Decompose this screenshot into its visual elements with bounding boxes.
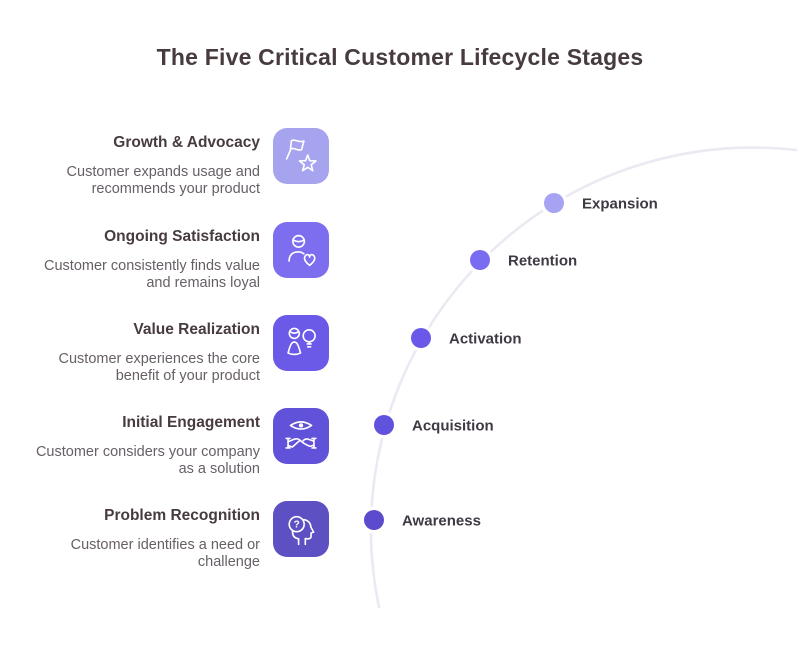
stage-description: Customer expands usage and recommends yo… <box>66 164 260 197</box>
stage-heading: Growth & Advocacy <box>113 134 260 151</box>
stage-item-value-realization: Value Realization Customer experiences t… <box>33 315 329 385</box>
stage-item-ongoing-satisfaction: Ongoing Satisfaction Customer consistent… <box>33 222 329 292</box>
journey-label-acquisition: Acquisition <box>412 417 494 435</box>
stage-heading: Problem Recognition <box>104 507 260 524</box>
journey-dot-retention <box>470 250 490 270</box>
stage-description: Customer experiences the core benefit of… <box>58 351 261 384</box>
stage-text: Value Realization Customer experiences t… <box>33 315 261 385</box>
journey-dot-activation <box>411 328 431 348</box>
journey-dot-acquisition <box>374 415 394 435</box>
stage-heading: Ongoing Satisfaction <box>104 228 260 245</box>
person-bulb-icon <box>273 315 329 371</box>
journey-label-awareness: Awareness <box>402 512 481 530</box>
stage-text: Growth & Advocacy Customer expands usage… <box>33 128 260 198</box>
stage-text: Initial Engagement Customer considers yo… <box>33 408 260 478</box>
stage-description: Customer identifies a need or challenge <box>70 537 260 570</box>
page-title: The Five Critical Customer Lifecycle Sta… <box>156 44 644 70</box>
journey-dot-expansion <box>544 193 564 213</box>
flag-star-icon <box>273 128 329 184</box>
journey-label-expansion: Expansion <box>582 195 658 213</box>
stage-item-problem-recognition: Problem Recognition Customer identifies … <box>33 501 329 571</box>
stage-text: Problem Recognition Customer identifies … <box>33 501 260 571</box>
stage-item-growth-advocacy: Growth & Advocacy Customer expands usage… <box>33 128 329 198</box>
person-heart-icon <box>273 222 329 278</box>
stage-heading: Initial Engagement <box>122 414 260 431</box>
svg-text:?: ? <box>294 520 300 531</box>
eye-handshake-icon <box>273 408 329 464</box>
journey-label-retention: Retention <box>508 252 578 270</box>
stage-description: Customer considers your company as a sol… <box>35 444 260 477</box>
stage-item-initial-engagement: Initial Engagement Customer considers yo… <box>33 408 329 478</box>
journey-label-activation: Activation <box>449 330 522 348</box>
journey-dot-awareness <box>364 510 384 530</box>
stage-description: Customer consistently finds value and re… <box>44 258 260 291</box>
stage-text: Ongoing Satisfaction Customer consistent… <box>33 222 260 292</box>
head-question-icon: ? <box>273 501 329 557</box>
stage-heading: Value Realization <box>133 321 260 338</box>
